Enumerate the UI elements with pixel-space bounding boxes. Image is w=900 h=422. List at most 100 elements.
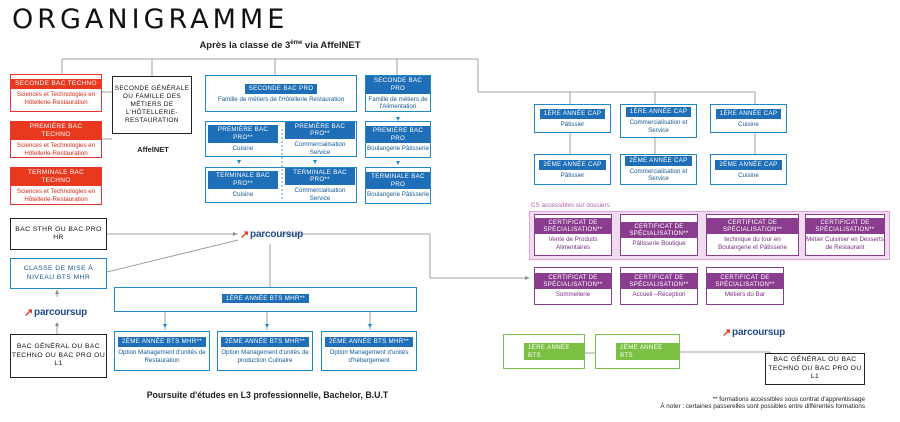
seconde-generale-label: SECONDE GÉNÉRALE OU FAMILLE DES MÉTIERS … <box>114 85 190 124</box>
cs-metiers-bar: CERTIFICAT DE SPÉCIALISATION** Métiers d… <box>706 267 784 305</box>
bts2-culinaire: 2ÈME ANNÉE BTS MHR** Option Management d… <box>217 331 313 371</box>
terminale-bac-pro-cuisine: TERMINALE BAC PRO** Cuisine <box>208 170 278 200</box>
premiere-bac-pro-cuisine: PREMIÈRE BAC PRO** Cuisine <box>208 124 278 154</box>
terminale-bac-pro-boulangerie-label: TERMINALE BAC PRO <box>366 171 430 190</box>
terminale-bac-techno-box: TERMINALE BAC TECHNO Sciences et Technol… <box>10 167 102 205</box>
premiere-bac-pro-boulangerie-label: PREMIÈRE BAC PRO <box>366 125 430 144</box>
cap1-patissier: 1ÈRE ANNÉE CAP Pâtissier <box>534 104 611 133</box>
green-bts1-label: 1ÈRE ANNÉE BTS <box>524 343 584 360</box>
cap2-service: 2ÈME ANNÉE CAP Commercialisation et Serv… <box>620 154 697 185</box>
premiere-bac-techno-box: PREMIÈRE BAC TECHNO Sciences et Technolo… <box>10 121 102 158</box>
bac-sthr-box: BAC STHR OU BAC PRO HR <box>10 218 107 250</box>
cs-technique-tour: CERTIFICAT DE SPÉCIALISATION** technique… <box>706 214 799 256</box>
premiere-bac-pro-group <box>205 121 357 157</box>
bts2-hebergement-sub: Option Management d'unités d'hébergement <box>329 349 409 364</box>
affelnet-label: AffelNET <box>137 145 169 154</box>
cap2-service-label: 2ÈME ANNÉE CAP <box>625 155 692 166</box>
seconde-bac-techno-sub: Sciences et Technologies en Hôtellerie-R… <box>16 91 96 107</box>
cap1-service-label: 1ÈRE ANNÉE CAP <box>625 107 692 118</box>
green-bts2-label: 2ÈME ANNÉE BTS <box>616 343 679 360</box>
premiere-bac-pro-boulangerie: PREMIÈRE BAC PRO Boulangerie Pâtisserie <box>365 121 431 158</box>
cap1-patissier-label: 1ÈRE ANNÉE CAP <box>539 108 606 119</box>
cap2-service-sub: Commercialisation et Service <box>629 167 688 183</box>
seconde-bac-techno-box: SECONDE BAC TECHNO Sciences et Technolog… <box>10 74 102 112</box>
notes: ** formations accessibles sous contrat d… <box>600 396 865 410</box>
cs-sommellerie-label: CERTIFICAT DE SPÉCIALISATION** <box>535 273 611 290</box>
premiere-bac-pro-service-label: PREMIÈRE BAC PRO** <box>285 121 355 139</box>
cap2-patissier-label: 2ÈME ANNÉE CAP <box>539 159 606 170</box>
bac-general-left-label: BAC GÉNÉRAL OU BAC TECHNO OU BAC PRO OU … <box>11 343 106 368</box>
seconde-bac-pro-alim-label: SECONDE BAC PRO <box>366 76 430 94</box>
terminale-bac-pro-service-label: TERMINALE BAC PRO** <box>285 167 355 185</box>
bts2-culinaire-label: 2ÈME ANNÉE BTS MHR** <box>221 337 309 348</box>
parcoursup-logo-left-label: parcoursup <box>34 307 88 318</box>
terminale-bac-pro-group <box>205 167 357 203</box>
seconde-bac-pro-hr-box: SECONDE BAC PRO Famille de métiers de l'… <box>205 75 357 112</box>
seconde-generale-box: SECONDE GÉNÉRALE OU FAMILLE DES MÉTIERS … <box>112 76 192 134</box>
terminale-bac-pro-boulangerie-sub: Boulangerie Pâtisserie <box>367 191 429 199</box>
parcoursup-logo-right: ↗parcoursup <box>722 326 785 339</box>
bts2-hebergement-label: 2ÈME ANNÉE BTS MHR** <box>325 337 413 348</box>
terminale-bac-pro-cuisine-sub: Cuisine <box>232 190 254 198</box>
mise-niveau-box: CLASSE DE MISE À NIVEAU BTS MHR <box>10 258 107 289</box>
cap1-cuisine-sub: Cuisine <box>738 120 759 128</box>
bts2-hebergement: 2ÈME ANNÉE BTS MHR** Option Management d… <box>321 331 417 371</box>
bts2-restauration-label: 2ÈME ANNÉE BTS MHR** <box>118 337 206 348</box>
cap2-cuisine-sub: Cuisine <box>738 171 759 179</box>
cap1-service: 1ÈRE ANNÉE CAP Commercialisation et Serv… <box>620 104 697 138</box>
bts1-label: 1ÈRE ANNÉE BTS MHR** <box>221 294 310 303</box>
parcoursup-logo-left: ↗parcoursup <box>24 306 87 319</box>
cs-technique-tour-sub: technique du tour en Boulangerie et Pâti… <box>718 236 787 251</box>
seconde-bac-techno-label: SECONDE BAC TECHNO <box>11 79 101 90</box>
bts2-culinaire-sub: Option Management d'unités de production… <box>221 349 309 364</box>
terminale-bac-pro-boulangerie: TERMINALE BAC PRO Boulangerie Pâtisserie <box>365 167 431 204</box>
terminale-bac-pro-service-sub: Commercialisation Service <box>294 187 346 202</box>
parcoursup-logo-center: ↗parcoursup <box>240 228 303 241</box>
cap1-cuisine-label: 1ÈRE ANNÉE CAP <box>715 108 782 119</box>
bts1-box: 1ÈRE ANNÉE BTS MHR** <box>114 287 417 312</box>
premiere-bac-pro-service-sub: Commercialisation Service <box>294 141 346 156</box>
top-heading: Après la classe de 3ème via AffelNET <box>199 40 361 52</box>
bts2-restauration-sub: Option Management d'unités de Restaurati… <box>118 349 206 364</box>
cap2-patissier: 2ÈME ANNÉE CAP Pâtissier <box>534 154 611 185</box>
cs-vente-produits: CERTIFICAT DE SPÉCIALISATION** Vente de … <box>534 214 612 256</box>
green-bts1-box: 1ÈRE ANNÉE BTS <box>503 334 585 369</box>
note-apprentissage: ** formations accessibles sous contrat d… <box>712 396 865 403</box>
bottom-heading: Poursuite d'études en L3 professionnelle… <box>146 390 389 400</box>
seconde-bac-pro-hr-label: SECONDE BAC PRO <box>244 83 318 94</box>
premiere-bac-pro-service: PREMIÈRE BAC PRO** Commercialisation Ser… <box>285 121 355 156</box>
bac-general-right-box: BAC GÉNÉRAL OU BAC TECHNO OU BAC PRO OU … <box>765 353 865 385</box>
bac-general-left-box: BAC GÉNÉRAL OU BAC TECHNO OU BAC PRO OU … <box>10 334 107 378</box>
terminale-bac-pro-cuisine-label: TERMINALE BAC PRO** <box>208 171 278 189</box>
parcoursup-logo-right-label: parcoursup <box>732 327 786 338</box>
cap2-cuisine-label: 2ÈME ANNÉE CAP <box>715 159 782 170</box>
terminale-bac-techno-sub: Sciences et Technologies en Hôtellerie-R… <box>16 188 96 204</box>
cs-accueil-reception-sub: Accueil –Réception <box>632 291 686 299</box>
cap1-patissier-sub: Pâtissier <box>560 120 585 128</box>
premiere-bac-pro-cuisine-sub: Cuisine <box>232 144 254 152</box>
cs-vente-produits-sub: Vente de Produits Alimentaires <box>548 236 598 251</box>
cap2-patissier-sub: Pâtissier <box>560 171 585 179</box>
seconde-bac-pro-alim-box: SECONDE BAC PRO Famille de métiers de l'… <box>365 75 431 112</box>
bts2-restauration: 2ÈME ANNÉE BTS MHR** Option Management d… <box>114 331 210 371</box>
cs-metiers-bar-label: CERTIFICAT DE SPÉCIALISATION** <box>707 273 783 290</box>
parcoursup-arrow-icon: ↗ <box>240 229 250 241</box>
cs-accueil-reception-label: CERTIFICAT DE SPÉCIALISATION** <box>621 273 697 290</box>
green-bts2-box: 2ÈME ANNÉE BTS <box>595 334 680 369</box>
cs-metier-cuisinier-label: CERTIFICAT DE SPÉCIALISATION** <box>806 218 884 235</box>
terminale-bac-pro-service: TERMINALE BAC PRO** Commercialisation Se… <box>285 167 355 202</box>
terminale-bac-techno-label: TERMINALE BAC TECHNO <box>11 168 101 187</box>
cs-sommellerie-sub: Sommellerie <box>555 291 591 299</box>
premiere-bac-techno-label: PREMIÈRE BAC TECHNO <box>11 121 101 140</box>
cs-accueil-reception: CERTIFICAT DE SPÉCIALISATION** Accueil –… <box>620 267 698 305</box>
cs-title: CS accessibles sur dossiers <box>531 202 610 209</box>
parcoursup-arrow-icon: ↗ <box>24 307 34 319</box>
note-passerelles: À noter : certaines passerelles sont pos… <box>660 403 865 410</box>
cap1-service-sub: Commercialisation et Service <box>629 119 688 134</box>
cs-vente-produits-label: CERTIFICAT DE SPÉCIALISATION** <box>535 218 611 235</box>
parcoursup-arrow-icon: ↗ <box>722 327 732 339</box>
cs-technique-tour-label: CERTIFICAT DE SPÉCIALISATION** <box>707 218 798 235</box>
cs-sommellerie: CERTIFICAT DE SPÉCIALISATION** Sommeller… <box>534 267 612 305</box>
cs-metier-cuisinier: CERTIFICAT DE SPÉCIALISATION** Métier Cu… <box>805 214 885 256</box>
